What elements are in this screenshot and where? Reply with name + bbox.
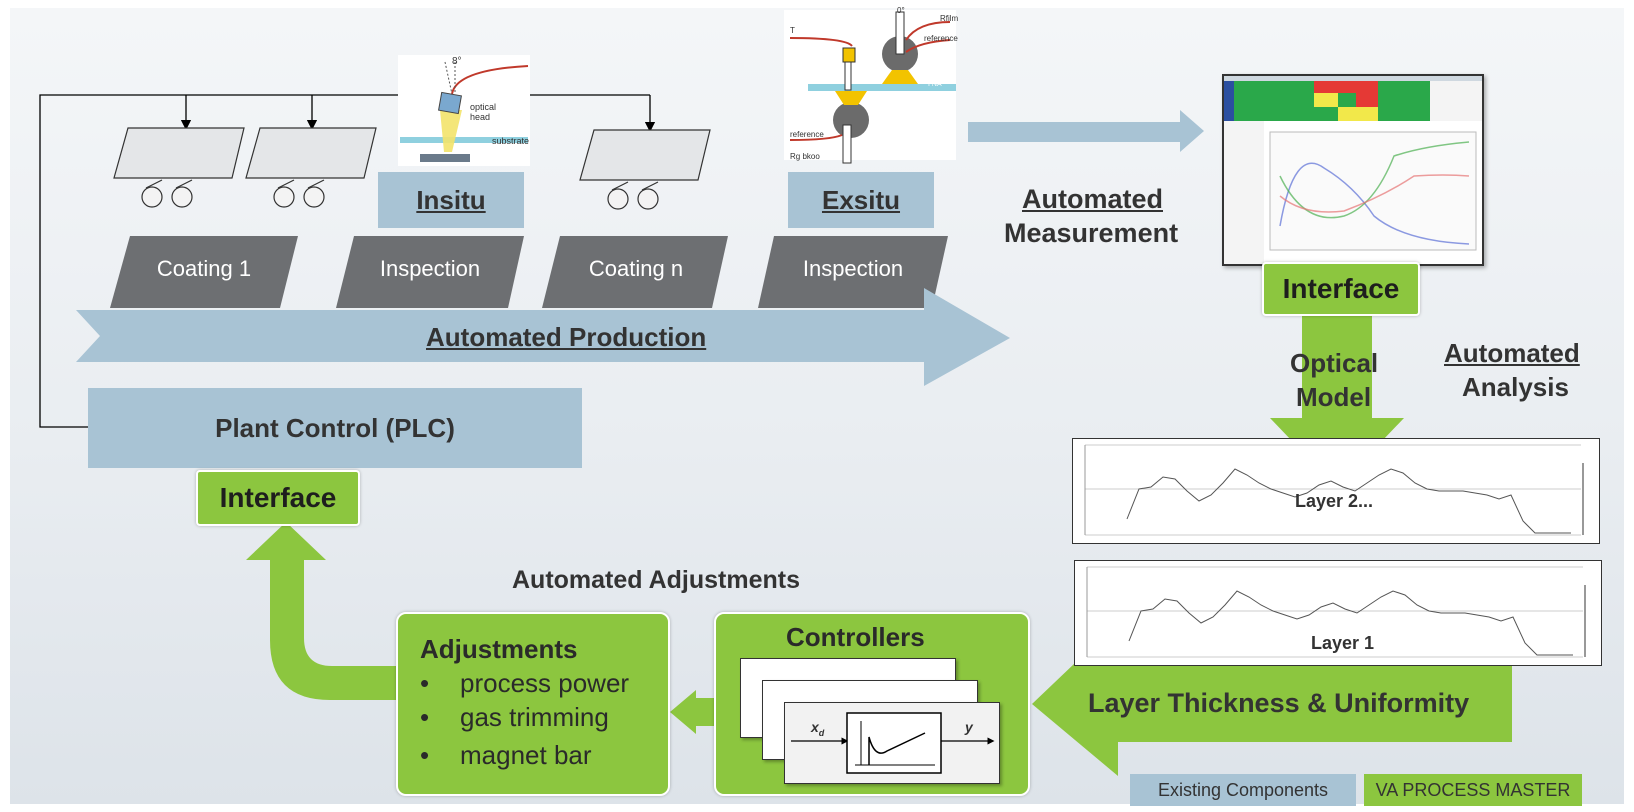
automated-adjustments-label: Automated Adjustments bbox=[512, 566, 800, 594]
station-coating-1: Coating 1 bbox=[156, 256, 252, 281]
adjustment-item-3: magnet bar bbox=[460, 740, 592, 770]
exsitu-background-label: Rg bkoo bbox=[790, 152, 820, 161]
coating-machine-n bbox=[579, 129, 711, 210]
optical-head-label: optical head bbox=[470, 102, 497, 122]
automated-production-label: Automated Production bbox=[426, 322, 707, 352]
adjustment-item-2: gas trimming bbox=[460, 702, 609, 732]
automated-analysis-label-1: Automated bbox=[1444, 338, 1580, 368]
controller-input-label: xd bbox=[811, 719, 824, 738]
insitu-angle-label: 8° bbox=[452, 56, 462, 67]
adjustment-bullet-1: • bbox=[420, 668, 430, 698]
layer-2-plot-graphic bbox=[1084, 444, 1584, 536]
exsitu-na-label: I NA bbox=[928, 81, 942, 88]
layer-1-plot: Layer 1 bbox=[1074, 560, 1602, 666]
adjustments-box: Adjustments • process power • gas trimmi… bbox=[396, 612, 670, 796]
insitu-illustration bbox=[398, 55, 530, 166]
plc-interface-box: Interface bbox=[196, 470, 360, 526]
adjustment-item-1: process power bbox=[460, 668, 630, 698]
optical-model-label-1: Optical bbox=[1290, 348, 1379, 378]
substrate-label: substrate bbox=[492, 136, 530, 146]
controller-output-label: y bbox=[965, 719, 973, 735]
insitu-label: Insitu bbox=[416, 184, 486, 215]
adjustments-to-interface-arrow bbox=[246, 522, 398, 700]
legend-va-label: VA PROCESS MASTER bbox=[1375, 779, 1571, 800]
automated-analysis-label-2: Analysis bbox=[1462, 372, 1569, 402]
exsitu-illustration bbox=[784, 10, 956, 164]
station-shapes bbox=[110, 236, 948, 308]
thickness-label: Layer Thickness & Uniformity bbox=[1088, 688, 1470, 718]
exsitu-t-label: T bbox=[790, 26, 795, 35]
layer-1-label: Layer 1 bbox=[1311, 633, 1375, 653]
layer-2-label: Layer 2... bbox=[1295, 491, 1374, 511]
exsitu-reference-bottom-label: reference bbox=[790, 130, 824, 139]
optical-model-label-2: Model bbox=[1296, 382, 1372, 412]
exsitu-film-label: Rfilm bbox=[940, 14, 959, 23]
controller-input-var: x bbox=[811, 719, 819, 735]
measurement-interface-box: Interface bbox=[1262, 262, 1420, 316]
plc-interface-label: Interface bbox=[219, 482, 337, 513]
automated-measurement-label-2: Measurement bbox=[1004, 218, 1179, 248]
controller-block-diagram bbox=[791, 712, 995, 774]
legend-va: VA PROCESS MASTER bbox=[1364, 774, 1582, 806]
station-inspection-exsitu: Inspection bbox=[802, 256, 904, 281]
thickness-arrow bbox=[1032, 622, 1512, 776]
exsitu-label: Exsitu bbox=[821, 184, 901, 215]
adjustment-bullet-2: • bbox=[420, 702, 430, 732]
insitu-box: Insitu bbox=[378, 172, 524, 228]
coating-machine-2 bbox=[245, 127, 377, 208]
legend-existing: Existing Components bbox=[1130, 774, 1356, 806]
plc-box: Plant Control (PLC) bbox=[88, 388, 582, 468]
adjustment-bullet-3: • bbox=[420, 740, 430, 770]
automated-measurement-label-1: Automated bbox=[1022, 184, 1163, 214]
station-inspection-insitu: Inspection bbox=[379, 256, 481, 281]
controllers-box: Controllers xd y bbox=[714, 612, 1030, 796]
legend-existing-label: Existing Components bbox=[1157, 779, 1329, 800]
station-coating-n: Coating n bbox=[588, 256, 684, 281]
coating-machine-1 bbox=[113, 127, 245, 208]
controllers-label: Controllers bbox=[786, 622, 925, 652]
layer-1-plot-graphic bbox=[1086, 566, 1586, 658]
plc-feedback-lines bbox=[39, 94, 656, 428]
exsitu-reference-top-label: reference bbox=[924, 34, 958, 43]
controller-input-sub: d bbox=[818, 727, 825, 738]
layer-2-plot: Layer 2... bbox=[1072, 438, 1600, 544]
exsitu-box: Exsitu bbox=[788, 172, 934, 228]
exsitu-angle-label: 0° bbox=[897, 6, 905, 15]
measurement-screenshot-graphic bbox=[1224, 76, 1482, 264]
controllers-to-adjustments-arrow bbox=[670, 690, 716, 734]
measurement-screenshot bbox=[1222, 74, 1484, 266]
controller-block-front: xd y bbox=[784, 702, 1000, 784]
adjustments-title: Adjustments bbox=[420, 634, 578, 664]
plc-label: Plant Control (PLC) bbox=[215, 412, 455, 443]
measurement-interface-label: Interface bbox=[1282, 273, 1400, 304]
measurement-arrow bbox=[968, 110, 1204, 152]
production-arrow bbox=[76, 288, 1010, 386]
